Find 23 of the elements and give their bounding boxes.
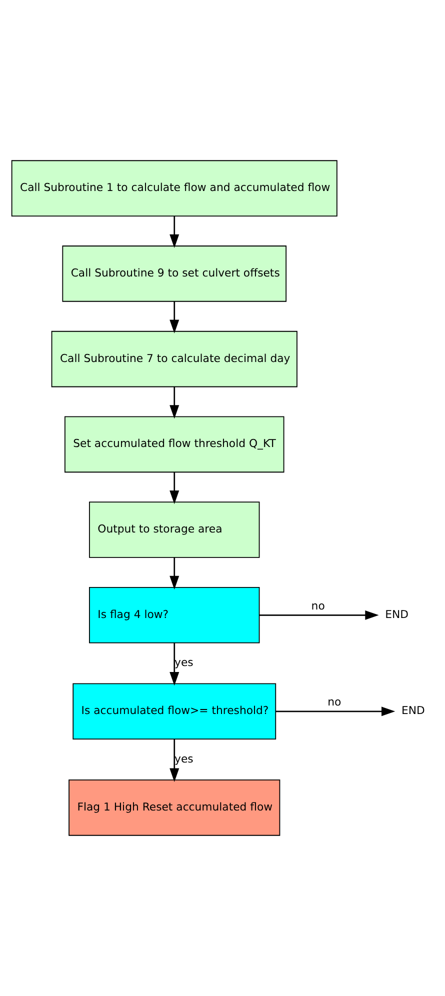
arrow (170, 216, 180, 248)
node-text: END (385, 608, 409, 621)
node-box: Flag 1 High Reset accumulated flow (68, 780, 280, 836)
edge-label: no (328, 696, 342, 709)
node-box: Set accumulated flow threshold Q_KT (64, 416, 284, 473)
edge-label: no (311, 599, 325, 612)
node-box: Is flag 4 low? (89, 587, 260, 644)
arrow (170, 558, 180, 590)
arrow (170, 642, 180, 686)
arrow (259, 610, 379, 620)
node-box: Call Subroutine 7 to calculate decimal day (51, 330, 298, 388)
node-text: END (402, 704, 425, 718)
arrow (170, 302, 180, 334)
edge-label: yes (174, 752, 194, 766)
node-box: Call Subroutine 9 to set culvert offsets (62, 246, 287, 302)
edge-label: yes (174, 656, 194, 670)
arrow (276, 706, 396, 716)
arrow (170, 739, 180, 782)
node-box: Output to storage area (89, 502, 260, 558)
node-box: Is accumulated flow>= threshold? (72, 683, 276, 740)
arrow (170, 472, 180, 504)
node-box: Call Subroutine 1 to calculate flow and accumulated flow (11, 160, 338, 216)
arrow (170, 386, 180, 419)
